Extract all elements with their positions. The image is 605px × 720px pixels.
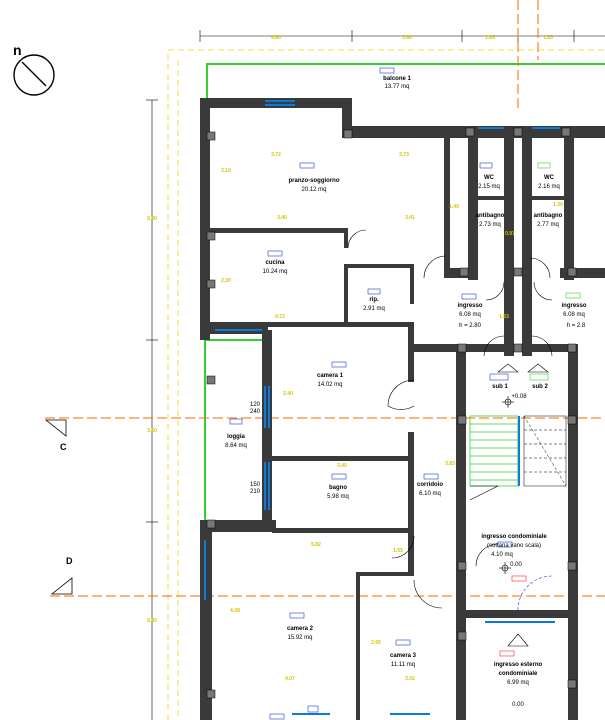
dim-top-1: 4.80 xyxy=(271,35,281,41)
loggia-window-a-top: 120 xyxy=(250,402,261,408)
dim-inner-11: 4.08 xyxy=(230,608,240,614)
dim-top-4: 1.85 xyxy=(543,35,553,41)
room-camera1-name: camera 1 xyxy=(317,373,344,379)
dim-inner-10: 1.55 xyxy=(393,548,403,554)
room-corridoio-area: 6.10 mq xyxy=(419,491,441,497)
doors xyxy=(347,229,553,611)
dim-left-1: 5.80 xyxy=(147,216,157,222)
room-sub2-name: sub 2 xyxy=(532,384,548,390)
room-ingresso-cond-name: ingresso condominiale xyxy=(481,534,547,540)
room-loggia-name: loggia xyxy=(227,434,245,440)
walls xyxy=(200,98,605,720)
room-ingresso2-name: ingresso xyxy=(561,303,586,309)
dim-inner-18: 1.53 xyxy=(499,314,509,320)
room-wc1-name: WC xyxy=(484,175,495,181)
room-camera2-area: 15.92 mq xyxy=(287,635,312,641)
north-arrow xyxy=(13,54,55,96)
room-wc1-area: 2.15 mq xyxy=(478,184,500,190)
north-label: n xyxy=(13,42,22,58)
dim-inner-13: 2.95 xyxy=(371,640,381,646)
room-camera3-name: camera 3 xyxy=(390,653,417,659)
room-ingresso-est-area: 6.99 mq xyxy=(507,680,529,686)
room-balcone-name: balcone 1 xyxy=(383,76,411,82)
dim-inner-8: 3.40 xyxy=(337,463,347,469)
room-ingresso2-height: h = 2.8 xyxy=(567,323,586,329)
dim-top-2: 3.60 xyxy=(402,35,412,41)
room-cucina-area: 10.24 mq xyxy=(262,269,287,275)
room-antibagno1-name: antibagno xyxy=(476,213,505,219)
room-balcone-area: 13.77 mq xyxy=(384,84,409,90)
section-lines xyxy=(45,0,605,597)
room-tags xyxy=(229,67,581,720)
level-ingresso: 0.00 xyxy=(510,562,522,568)
dim-inner-3: 3.40 xyxy=(277,215,287,221)
room-camera2-name: camera 2 xyxy=(287,626,314,632)
level-markers xyxy=(497,363,549,647)
loggia-window-b-bot: 210 xyxy=(250,489,261,495)
section-c-label: C xyxy=(60,442,67,452)
room-ingresso2-area: 6.08 mq xyxy=(563,312,585,318)
room-bagno-name: bagno xyxy=(329,485,347,491)
dim-top-3: 1.85 xyxy=(485,35,495,41)
loggia-window-b-top: 150 xyxy=(250,482,261,488)
dim-inner-5: 2.10 xyxy=(221,168,231,174)
level-esterno: 0.00 xyxy=(512,702,524,708)
room-pranzo-name: pranzo-soggiorno xyxy=(289,178,340,184)
dim-inner-20: 3.83 xyxy=(445,461,455,467)
room-rip-area: 2.91 mq xyxy=(363,306,385,312)
balcony-railing xyxy=(206,63,605,100)
dim-inner-12: 4.07 xyxy=(285,676,295,682)
section-d-label: D xyxy=(66,556,73,566)
dim-inner-15: 1.40 xyxy=(449,204,459,210)
dim-inner-4: 3.41 xyxy=(405,215,415,221)
loggia-window-a-bot: 240 xyxy=(250,409,261,415)
section-c-marker xyxy=(44,419,67,437)
columns xyxy=(206,127,577,699)
room-rip-name: rip. xyxy=(369,297,379,303)
room-ingresso1-name: ingresso xyxy=(457,303,482,309)
room-sub1-name: sub 1 xyxy=(492,384,508,390)
room-ingresso1-height: h = 2.80 xyxy=(459,323,482,329)
dim-inner-14: 3.02 xyxy=(405,676,415,682)
level-scala: +0.08 xyxy=(511,394,527,400)
room-ingresso-cond-sub: (sottana vano scala) xyxy=(487,543,541,549)
room-loggia-area: 8.64 mq xyxy=(225,443,247,449)
room-antibagno2-name: antibagno xyxy=(534,213,563,219)
room-corridoio-name: corridoio xyxy=(417,482,443,488)
room-ingresso-est-sub: condominiale xyxy=(499,671,538,677)
room-camera1-area: 14.02 mq xyxy=(317,382,342,388)
staircase xyxy=(469,415,567,501)
room-antibagno2-area: 2.77 mq xyxy=(537,222,559,228)
room-ingresso1-area: 6.08 mq xyxy=(459,312,481,318)
dim-inner-9: 5.82 xyxy=(311,542,321,548)
dim-left-2: 3.50 xyxy=(147,428,157,434)
reference-outline xyxy=(167,49,605,720)
dim-inner-7: 4.72 xyxy=(275,314,285,320)
windows xyxy=(204,100,560,715)
dim-inner-19: 2.40 xyxy=(283,391,293,397)
dim-inner-6: 2.30 xyxy=(221,278,231,284)
dim-inner-2: 3.73 xyxy=(399,152,409,158)
dim-inner-16: 1.30 xyxy=(553,202,563,208)
room-bagno-area: 5.98 mq xyxy=(327,494,349,500)
room-wc2-name: WC xyxy=(544,175,555,181)
dim-inner-1: 3.72 xyxy=(271,152,281,158)
room-camera3-area: 11.11 mq xyxy=(391,662,415,668)
section-d-marker xyxy=(50,577,73,595)
room-ingresso-est-name: ingresso esterno xyxy=(494,662,543,668)
dim-left-3: 5.85 xyxy=(147,618,157,624)
room-ingresso-cond-area: 4.10 mq xyxy=(491,552,513,558)
room-wc2-area: 2.16 mq xyxy=(538,184,560,190)
room-antibagno1-area: 2.73 mq xyxy=(479,222,501,228)
room-pranzo-area: 20.12 mq xyxy=(301,187,326,193)
room-cucina-name: cucina xyxy=(265,260,285,266)
dim-inner-17: 0.97 xyxy=(505,231,515,237)
